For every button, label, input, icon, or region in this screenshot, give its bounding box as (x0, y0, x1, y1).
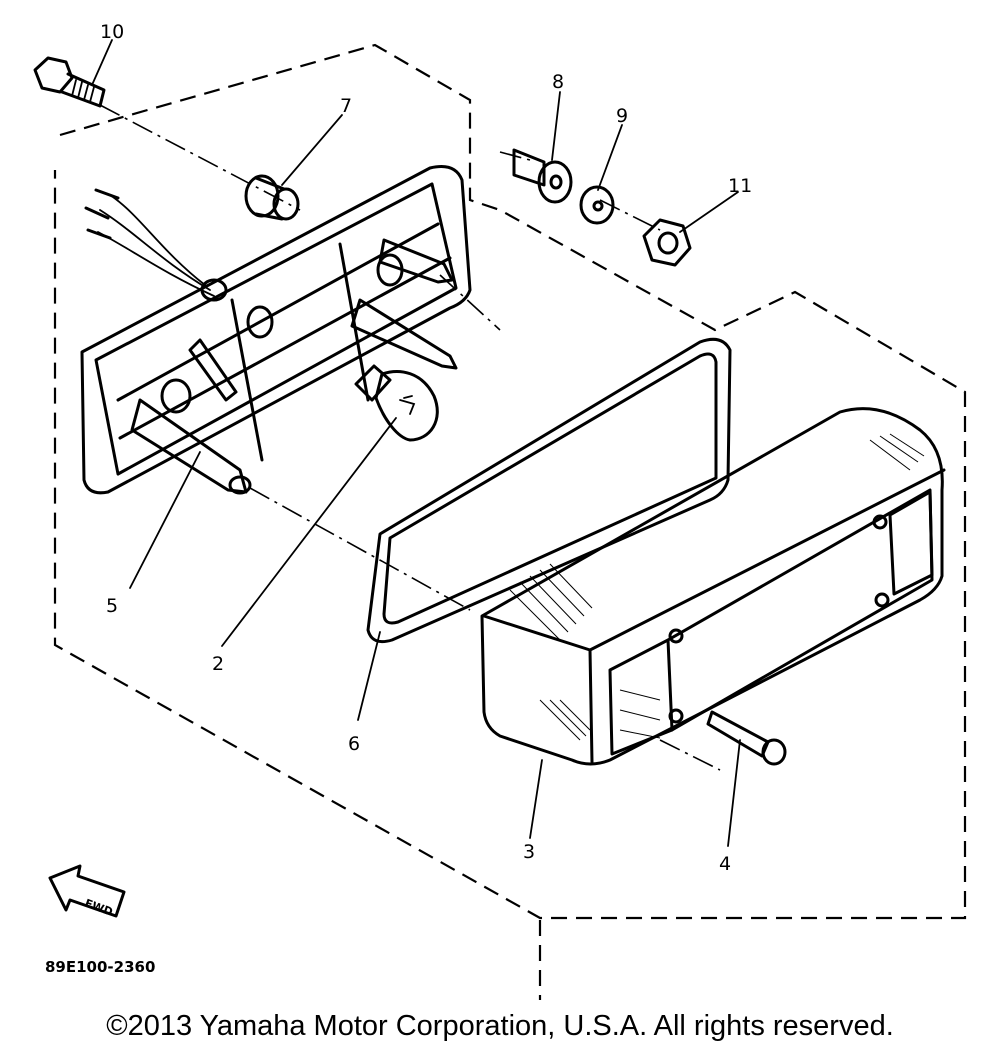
callout-2: 2 (212, 653, 224, 675)
leader-lines (91, 39, 741, 847)
callout-4: 4 (719, 853, 731, 875)
lens-shading (509, 433, 925, 741)
bolt-part-10 (33, 56, 106, 108)
centerline-screw (659, 739, 721, 771)
centerline-lens (249, 487, 471, 611)
callout-10: 10 (100, 21, 124, 43)
diagram-code: 89E100-2360 (45, 958, 155, 976)
callout-11: 11 (728, 175, 752, 197)
screw-part-4 (706, 710, 787, 766)
housing-part-1 (80, 165, 472, 495)
gasket-part-6 (366, 337, 732, 644)
washer-part-9 (579, 185, 615, 225)
callout-6: 6 (348, 733, 360, 755)
fwd-label: FWD (83, 897, 114, 919)
centerline-nut (499, 151, 661, 231)
bulb-part-2 (354, 364, 439, 442)
centerline-rear (439, 274, 501, 331)
callout-9: 9 (616, 105, 628, 127)
callout-5: 5 (106, 595, 118, 617)
grommet-part-7 (244, 174, 300, 221)
callout-7: 7 (340, 95, 352, 117)
centerline-bolt (99, 104, 301, 211)
lens-part-3 (480, 407, 946, 766)
callout-8: 8 (552, 71, 564, 93)
callout-3: 3 (523, 841, 535, 863)
nut-part-11 (642, 218, 692, 267)
collar-part-8 (512, 148, 573, 204)
copyright-notice: ©2013 Yamaha Motor Corporation, U.S.A. A… (106, 1010, 894, 1042)
fwd-arrow-icon: FWD (48, 864, 126, 919)
assembly-outline (53, 43, 967, 920)
